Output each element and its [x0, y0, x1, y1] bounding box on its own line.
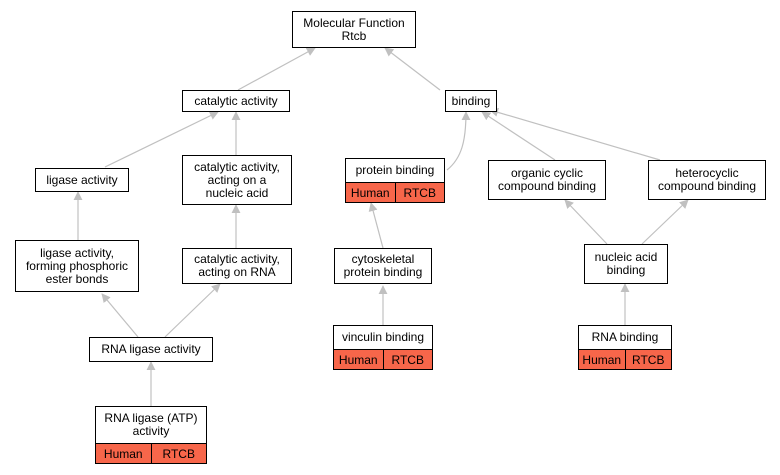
- node-rna-ligase-activity[interactable]: RNA ligase activity: [89, 337, 213, 362]
- edge-protein-binding: [446, 111, 471, 171]
- node-label-line: activity: [132, 424, 170, 438]
- node-binding[interactable]: binding: [445, 90, 497, 112]
- node-label-line: binding: [451, 93, 491, 108]
- gene-tag[interactable]: RTCB: [150, 444, 207, 463]
- node-label-line: ester bonds: [45, 271, 109, 286]
- node-label-line: ligase activity: [46, 172, 118, 187]
- edge-cytoskeletal-protein: [368, 202, 384, 249]
- node-label-line: Rtcb: [341, 28, 367, 43]
- node-label: RNA ligase (ATP)activity: [96, 407, 206, 443]
- node-label-line: forming phosphoric: [25, 258, 129, 273]
- node-label: ligase activity: [36, 169, 128, 191]
- node-label-line: nucleic acid: [594, 250, 658, 264]
- node-label-line: catalytic activity,: [194, 252, 280, 266]
- edge-nucleic-organic: [564, 199, 608, 245]
- node-vinculin-binding[interactable]: vinculin binding Human RTCB: [333, 325, 433, 370]
- node-label: RNA ligase activity: [90, 338, 212, 361]
- edge-binding-root: [384, 47, 441, 91]
- node-label-line: vinculin binding: [341, 330, 425, 344]
- node-catalytic-activity[interactable]: catalytic activity: [182, 90, 290, 112]
- node-label-line: protein binding: [355, 163, 435, 177]
- node-label: protein binding: [346, 159, 444, 182]
- node-label: vinculin binding: [334, 326, 432, 349]
- node-label-line: protein binding: [343, 265, 423, 279]
- species-tag[interactable]: Human: [103, 446, 143, 461]
- node-label-line: acting on a: [207, 172, 267, 187]
- node-label-line: compound binding: [657, 179, 757, 193]
- edge-nucleic-hetero: [641, 199, 689, 245]
- species-tag[interactable]: Human: [338, 352, 378, 367]
- node-label: catalytic activity: [183, 91, 289, 111]
- node-label-line: organic cyclic: [510, 166, 583, 180]
- edge-organic-binding: [481, 111, 556, 161]
- node-ligase-activity[interactable]: ligase activity: [35, 168, 129, 192]
- edge-ligase-catalytic: [104, 111, 219, 168]
- node-catalytic-rna[interactable]: catalytic activity,acting on RNA: [182, 248, 292, 284]
- node-rna-ligase-atp-activity[interactable]: RNA ligase (ATP)activity Human RTCB: [95, 406, 207, 464]
- node-rna-binding[interactable]: RNA binding Human RTCB: [578, 325, 672, 370]
- node-label-line: RNA ligase activity: [101, 342, 201, 356]
- gene-tags: Human RTCB: [579, 349, 671, 369]
- node-label-line: catalytic activity: [194, 93, 278, 108]
- node-label-line: heterocyclic: [675, 166, 739, 180]
- edge-hetero-binding: [489, 107, 661, 161]
- node-label: catalytic activity,acting on RNA: [183, 249, 291, 283]
- node-label-line: acting on RNA: [198, 265, 276, 279]
- species-tag[interactable]: Human: [582, 352, 622, 367]
- gene-tags: Human RTCB: [96, 443, 206, 463]
- gene-tags: Human RTCB: [346, 182, 444, 202]
- node-label: binding: [446, 91, 496, 111]
- node-label-line: binding: [606, 263, 646, 277]
- node-label-line: nucleic acid: [205, 185, 269, 200]
- node-label-line: ligase activity,: [40, 245, 114, 260]
- node-label-line: Molecular Function: [303, 15, 405, 30]
- gene-tags: Human RTCB: [334, 349, 432, 369]
- species-tag[interactable]: Human: [350, 185, 390, 200]
- edge-rnaligase-ligasephos: [101, 293, 139, 338]
- node-label-line: compound binding: [497, 179, 597, 193]
- gene-tag[interactable]: RTCB: [624, 350, 672, 369]
- gene-tag[interactable]: RTCB: [394, 183, 445, 202]
- node-label-line: cytoskeletal: [351, 252, 415, 266]
- edge-rnaligase-catrna: [164, 283, 221, 338]
- node-label: RNA binding: [579, 326, 671, 349]
- gene-tag[interactable]: RTCB: [382, 350, 433, 369]
- node-protein-binding[interactable]: protein binding Human RTCB: [345, 158, 445, 203]
- node-label-line: RNA ligase (ATP): [104, 411, 198, 425]
- edge-catalytic-root: [237, 47, 316, 91]
- node-label-line: catalytic activity,: [194, 159, 280, 174]
- node-label-line: RNA binding: [591, 330, 659, 344]
